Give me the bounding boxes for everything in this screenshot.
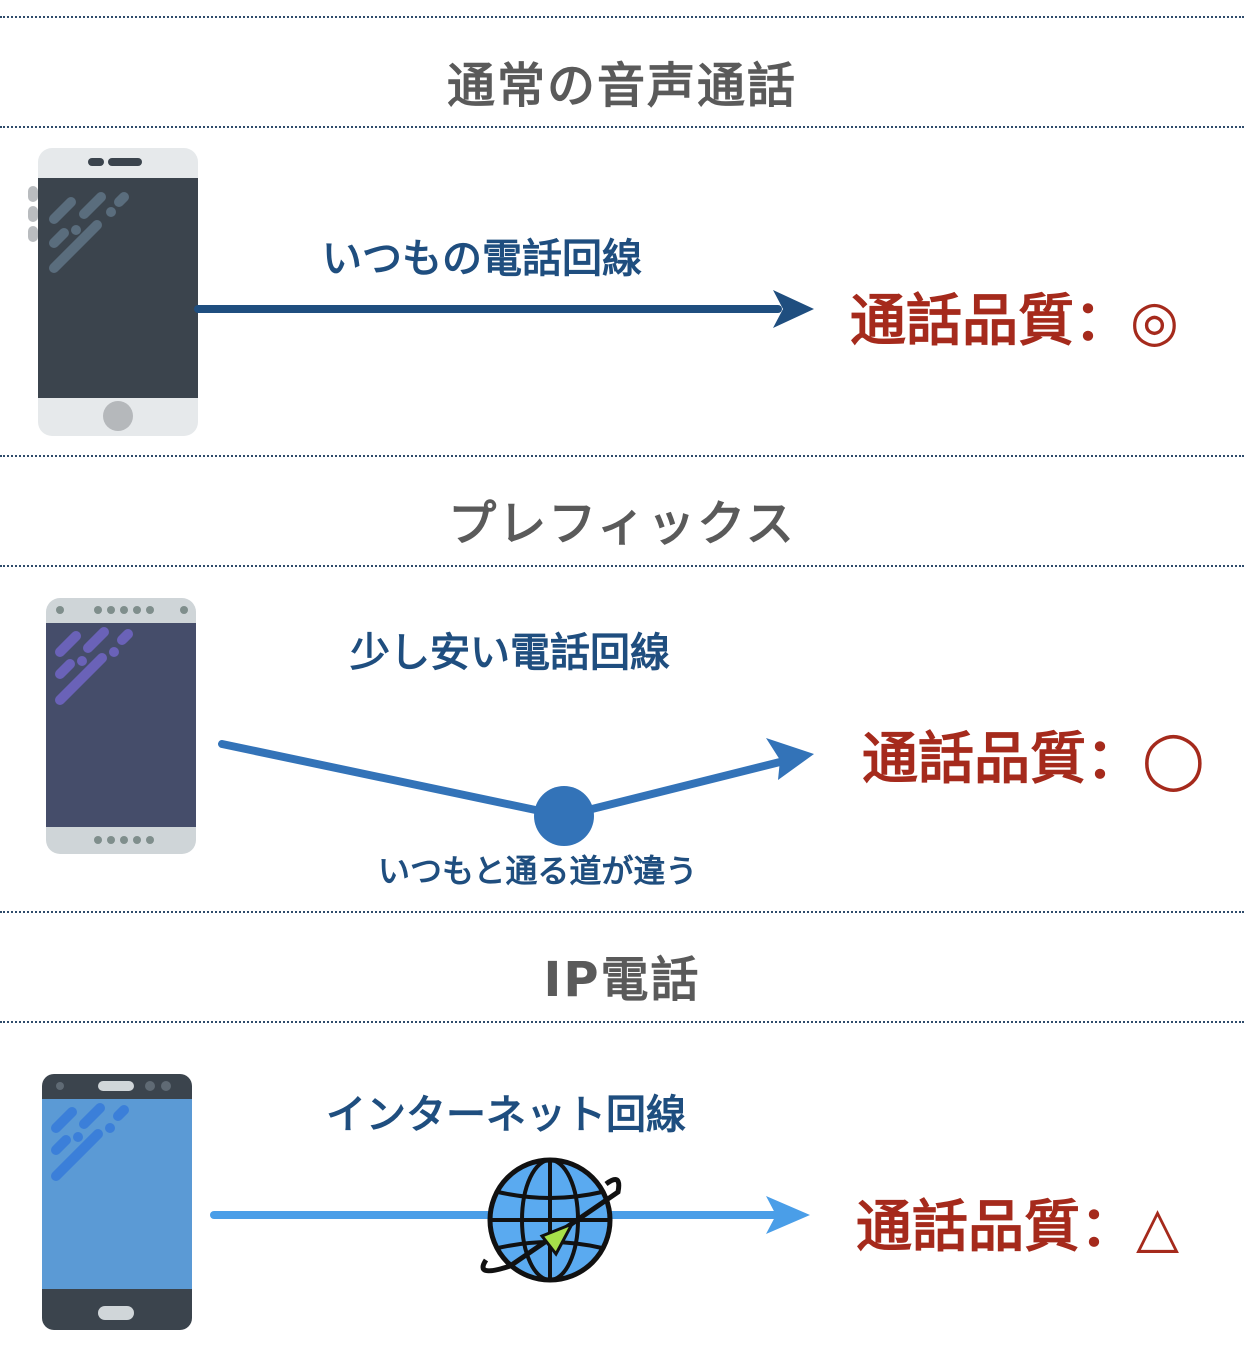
white-phone-icon	[28, 148, 198, 436]
arrow-detour	[218, 738, 814, 846]
divider	[0, 126, 1244, 128]
divider	[0, 455, 1244, 457]
circle-icon: ◯	[1142, 727, 1205, 792]
section-title-normal-call: 通常の音声通話	[446, 58, 797, 114]
route-label-regular-line: いつもの電話回線	[322, 236, 642, 282]
divider	[0, 1021, 1244, 1023]
globe-icon	[480, 1157, 622, 1283]
gray-phone-icon	[46, 598, 196, 854]
section-title-ip-phone: IP電話	[543, 952, 701, 1008]
route-label-cheaper-line: 少し安い電話回線	[350, 630, 670, 676]
route-note-different-path: いつもと通る道が違う	[378, 852, 698, 890]
double-circle-icon: ◎	[1130, 289, 1179, 354]
divider	[0, 565, 1244, 567]
arrow-straight	[194, 290, 814, 328]
divider	[0, 911, 1244, 913]
route-label-internet-line: インターネット回線	[326, 1092, 686, 1138]
quality-rating-excellent: 通話品質：◎	[850, 276, 1179, 357]
quality-rating-fair: 通話品質：△	[856, 1182, 1179, 1263]
quality-label: 通話品質：	[862, 727, 1142, 792]
section-title-prefix: プレフィックス	[448, 496, 796, 552]
blue-phone-icon	[42, 1074, 192, 1330]
quality-label: 通話品質：	[856, 1195, 1136, 1260]
quality-rating-good: 通話品質：◯	[862, 714, 1205, 795]
divider	[0, 16, 1244, 18]
quality-label: 通話品質：	[850, 289, 1130, 354]
triangle-icon: △	[1136, 1195, 1180, 1260]
